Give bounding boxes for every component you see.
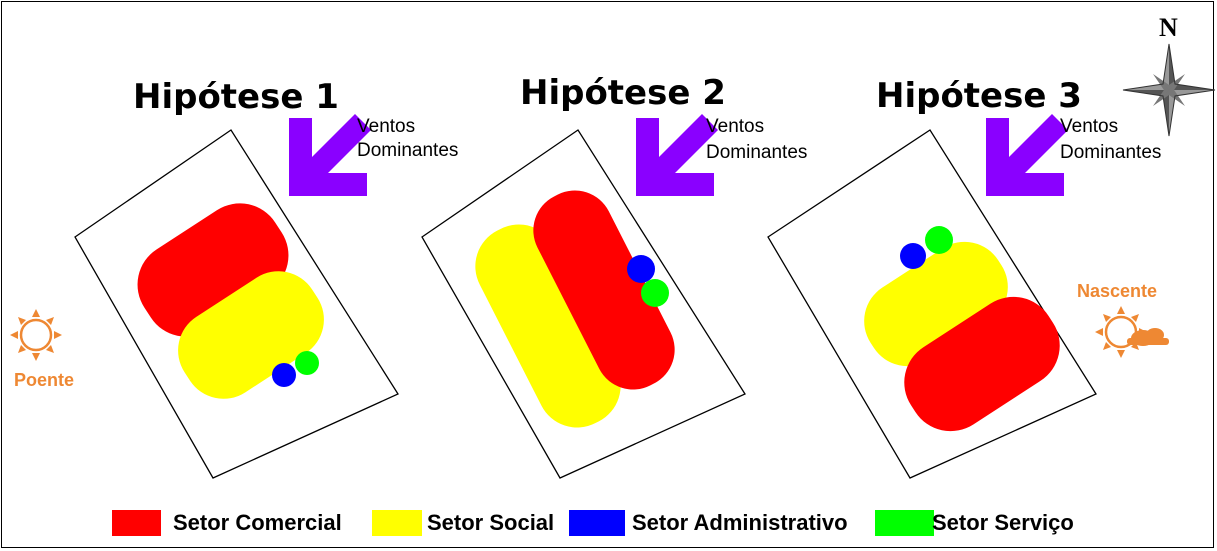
commercial-zone-3 (904, 296, 1060, 432)
wind-label-3-line1: Ventos (1060, 116, 1118, 137)
service-zone-3 (925, 226, 953, 254)
north-label: N (1159, 13, 1178, 42)
commercial-zone-2 (533, 190, 675, 390)
legend-swatch-social (372, 510, 422, 536)
hypothesis-2: Hipótese 2 Ventos Dominantes (421, 73, 807, 479)
service-zone-2 (641, 279, 669, 307)
wind-label-2-line1: Ventos (706, 116, 764, 137)
legend: Setor Comercial Setor Social Setor Admin… (112, 510, 1074, 536)
hypothesis-1: Hipótese 1 Ventos Dominantes (74, 77, 458, 479)
sunrise-label: Nascente (1077, 281, 1157, 301)
legend-swatch-commercial (112, 510, 161, 536)
sunrise-sun-icon (1095, 306, 1169, 358)
legend-label-administrative: Setor Administrativo (632, 510, 848, 535)
sunset-sun-icon (10, 309, 62, 361)
wind-label-1-line2: Dominantes (357, 140, 458, 161)
sunset-label: Poente (14, 370, 74, 390)
legend-swatch-administrative (569, 510, 625, 536)
wind-label-3-line2: Dominantes (1060, 142, 1161, 163)
service-zone-1 (295, 351, 319, 375)
wind-arrow-3-chevron (986, 114, 1068, 196)
hypothesis-3-title: Hipótese 3 (876, 76, 1082, 116)
wind-label-2-line2: Dominantes (706, 142, 807, 163)
hypothesis-2-title: Hipótese 2 (520, 73, 726, 113)
wind-arrow-1-chevron (289, 114, 371, 196)
social-zone-1 (178, 271, 324, 399)
wind-label-1-line1: Ventos (357, 116, 415, 137)
commercial-zone-1 (137, 203, 289, 337)
legend-swatch-service (875, 510, 934, 536)
compass-rose-icon: N (1122, 13, 1216, 137)
legend-label-service: Setor Serviço (932, 510, 1074, 535)
legend-label-commercial: Setor Comercial (173, 510, 342, 535)
administrative-zone-3 (900, 243, 926, 269)
administrative-zone-1 (272, 363, 296, 387)
administrative-zone-2 (627, 255, 655, 283)
hypothesis-1-title: Hipótese 1 (133, 77, 339, 117)
wind-arrow-2-chevron (636, 114, 718, 196)
social-zone-2 (475, 224, 621, 428)
legend-label-social: Setor Social (427, 510, 554, 535)
social-zone-3 (864, 241, 1008, 367)
hypothesis-3: Hipótese 3 Ventos Dominantes (767, 76, 1161, 479)
